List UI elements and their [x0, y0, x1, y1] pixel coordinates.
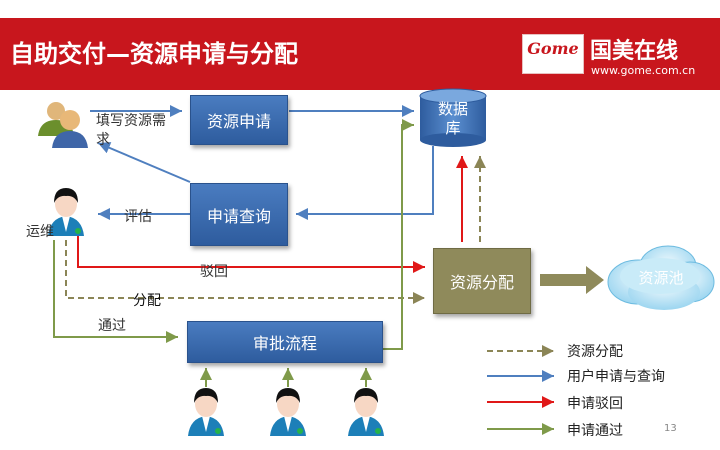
page-title: 自助交付—资源申请与分配: [10, 40, 298, 68]
approver-person-icon: [188, 388, 224, 436]
approver-person-icon: [348, 388, 384, 436]
arrow-to-pool: [540, 266, 604, 294]
arrow-reject: [77, 235, 425, 273]
allocate-label: 分配: [133, 293, 161, 309]
users-icon: [38, 102, 88, 148]
database-label: 数据库: [420, 100, 486, 138]
request-query-box: 申请查询: [190, 183, 288, 246]
arrow-approval-to-database: [383, 119, 414, 350]
database-text: 数据库: [437, 100, 468, 137]
arrow-allocate-dashed: [65, 240, 425, 304]
arrow-query-to-users: [97, 142, 191, 183]
evaluate-label: 评估: [124, 209, 152, 225]
resource-pool-label: 资源池: [638, 269, 684, 287]
gome-logo: Gome: [522, 34, 584, 74]
approver-person-icon: [270, 388, 306, 436]
brand-url: www.gome.com.cn: [591, 64, 696, 77]
fill-request-label: 填写资源需求: [96, 113, 166, 148]
legend-text-allocate: 资源分配: [567, 344, 623, 360]
ops-label: 运维: [26, 224, 54, 240]
approval-flow-box: 审批流程: [187, 321, 383, 363]
cloud-icon: [607, 245, 715, 310]
brand-name: 国美在线: [590, 39, 679, 64]
arrow-pass-to-approval: [53, 240, 178, 343]
page-number: 13: [664, 423, 677, 434]
arrow-database-to-query: [296, 146, 434, 220]
pass-label: 通过: [98, 318, 126, 334]
resource-request-box: 资源申请: [190, 95, 288, 145]
legend-text-user: 用户申请与查询: [567, 369, 665, 385]
ops-person-icon: [48, 188, 84, 236]
legend-text-pass: 申请通过: [567, 423, 623, 439]
legend-text-reject: 申请驳回: [567, 396, 623, 412]
header-bar: [0, 18, 720, 90]
resource-allocate-box: 资源分配: [433, 248, 531, 314]
gome-logo-text: Gome: [527, 39, 579, 58]
database-icon: [419, 88, 487, 147]
reject-label: 驳回: [200, 264, 228, 280]
